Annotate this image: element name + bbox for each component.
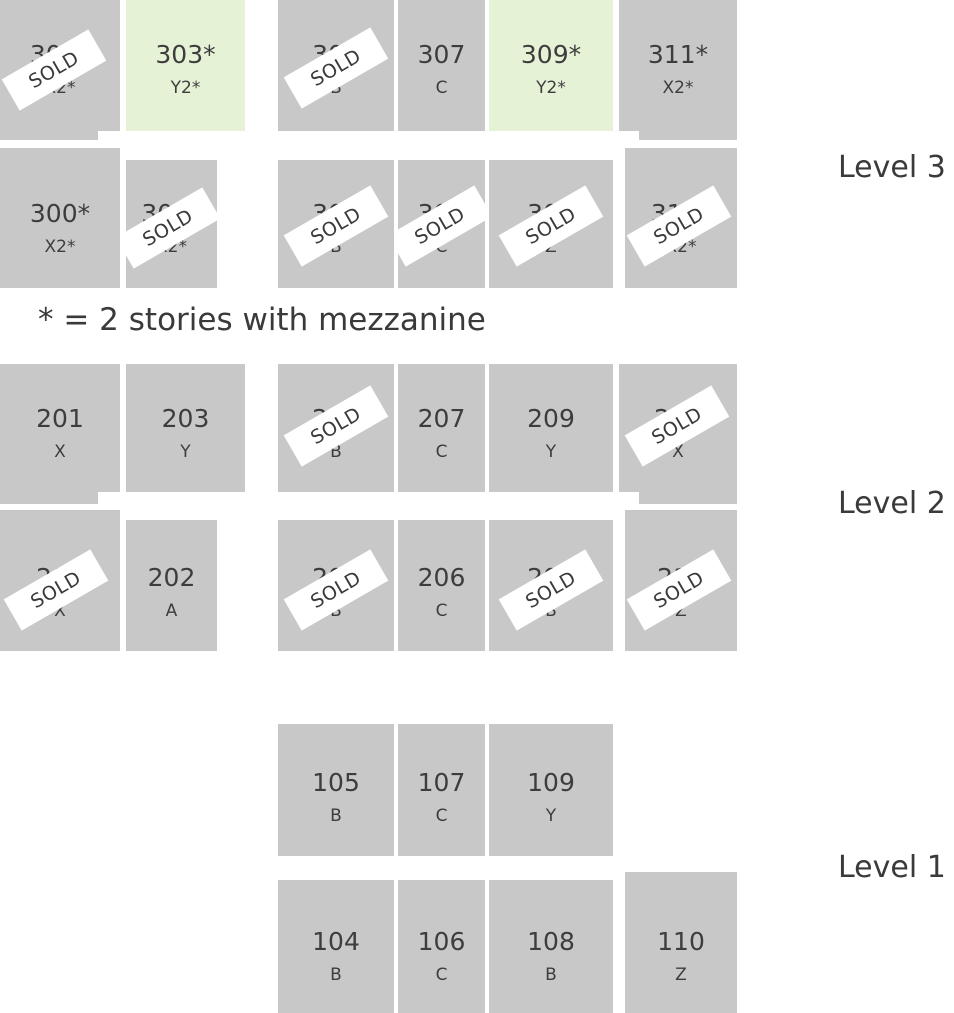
unit-205[interactable]: 205 B SOLD: [278, 364, 394, 504]
unit-202[interactable]: 202 A: [126, 520, 217, 651]
unit-type: Y: [180, 442, 191, 462]
unit-type: C: [435, 442, 448, 462]
level-1-label: Level 1: [838, 850, 946, 885]
unit-203[interactable]: 203 Y: [126, 364, 245, 492]
unit-number: 206: [417, 563, 466, 592]
walkway-level-3: [98, 131, 639, 158]
unit-207[interactable]: 207 C: [398, 364, 485, 504]
unit-201[interactable]: 201 X: [0, 364, 120, 504]
unit-305[interactable]: 305 B SOLD: [278, 0, 394, 140]
unit-number: 309*: [520, 40, 582, 69]
unit-number: 107: [417, 768, 466, 797]
unit-306[interactable]: 306 C SOLD: [398, 160, 485, 288]
unit-type: C: [435, 601, 448, 621]
unit-308[interactable]: 308 Z SOLD: [489, 160, 613, 288]
unit-type: C: [435, 237, 448, 257]
unit-type: Y: [545, 442, 557, 462]
unit-type: Y2*: [170, 78, 201, 98]
unit-number: 300*: [29, 199, 91, 228]
unit-302[interactable]: 302* X2* SOLD: [126, 160, 217, 288]
unit-type: B: [545, 601, 557, 621]
unit-type: A: [165, 601, 178, 621]
unit-number: 109: [527, 768, 575, 797]
unit-110[interactable]: 110 Z: [625, 872, 737, 1013]
stair-gap-level-2: [245, 364, 278, 654]
unit-310[interactable]: 310* X2* SOLD: [625, 148, 737, 288]
unit-number: 105: [312, 768, 360, 797]
unit-206[interactable]: 206 C: [398, 520, 485, 651]
unit-300[interactable]: 300* X2*: [0, 148, 120, 288]
unit-211[interactable]: 211 X SOLD: [619, 364, 737, 504]
unit-type: B: [545, 965, 557, 985]
unit-104[interactable]: 104 B: [278, 880, 394, 1013]
unit-number: 307: [417, 40, 466, 69]
walkway-level-2: [98, 492, 639, 519]
unit-301[interactable]: 301* X2* SOLD: [0, 0, 120, 140]
level-2-label: Level 2: [838, 486, 946, 521]
unit-number: 303*: [155, 40, 216, 69]
unit-108[interactable]: 108 B: [489, 880, 613, 1013]
unit-311[interactable]: 311* X2*: [619, 0, 737, 140]
unit-number: 106: [417, 927, 466, 956]
unit-type: Z: [545, 237, 557, 257]
unit-number: 110: [657, 927, 705, 956]
unit-200[interactable]: 200 X SOLD: [0, 510, 120, 651]
unit-type: Z: [675, 965, 687, 985]
unit-number: 104: [312, 927, 360, 956]
unit-number: 201: [36, 404, 84, 433]
unit-type: X2*: [44, 237, 76, 257]
unit-208[interactable]: 208 B SOLD: [489, 520, 613, 651]
unit-number: 108: [527, 927, 575, 956]
unit-303[interactable]: 303* Y2*: [126, 0, 245, 131]
unit-number: 202: [147, 563, 196, 592]
unit-type: B: [330, 442, 342, 462]
unit-106[interactable]: 106 C: [398, 880, 485, 1013]
unit-number: 311*: [647, 40, 709, 69]
unit-type: C: [435, 806, 448, 826]
unit-type: Y2*: [536, 78, 566, 98]
unit-type: B: [330, 965, 342, 985]
unit-107[interactable]: 107 C: [398, 724, 485, 856]
unit-304[interactable]: 304 B SOLD: [278, 160, 394, 288]
unit-309[interactable]: 309* Y2*: [489, 0, 613, 131]
unit-204[interactable]: 204 B SOLD: [278, 520, 394, 651]
stair-gap-level-3: [245, 0, 278, 290]
unit-number: 207: [417, 404, 466, 433]
unit-number: 209: [527, 404, 575, 433]
unit-type: X: [672, 442, 684, 462]
level-3-label: Level 3: [838, 150, 946, 185]
unit-type: X: [54, 601, 66, 621]
unit-105[interactable]: 105 B: [278, 724, 394, 856]
unit-type: B: [330, 806, 342, 826]
legend-text: * = 2 stories with mezzanine: [38, 302, 486, 338]
unit-type: C: [435, 965, 448, 985]
unit-type: B: [330, 601, 342, 621]
unit-type: C: [435, 78, 448, 98]
unit-307[interactable]: 307 C: [398, 0, 485, 140]
unit-209[interactable]: 209 Y: [489, 364, 613, 504]
unit-type: B: [330, 237, 342, 257]
unit-number: 203: [161, 404, 210, 433]
unit-type: X: [54, 442, 66, 462]
unit-109[interactable]: 109 Y: [489, 724, 613, 856]
unit-type: Z: [675, 601, 687, 621]
unit-type: X2*: [662, 78, 694, 98]
unit-210[interactable]: 210 Z SOLD: [625, 510, 737, 651]
unit-type: Y: [545, 806, 557, 826]
